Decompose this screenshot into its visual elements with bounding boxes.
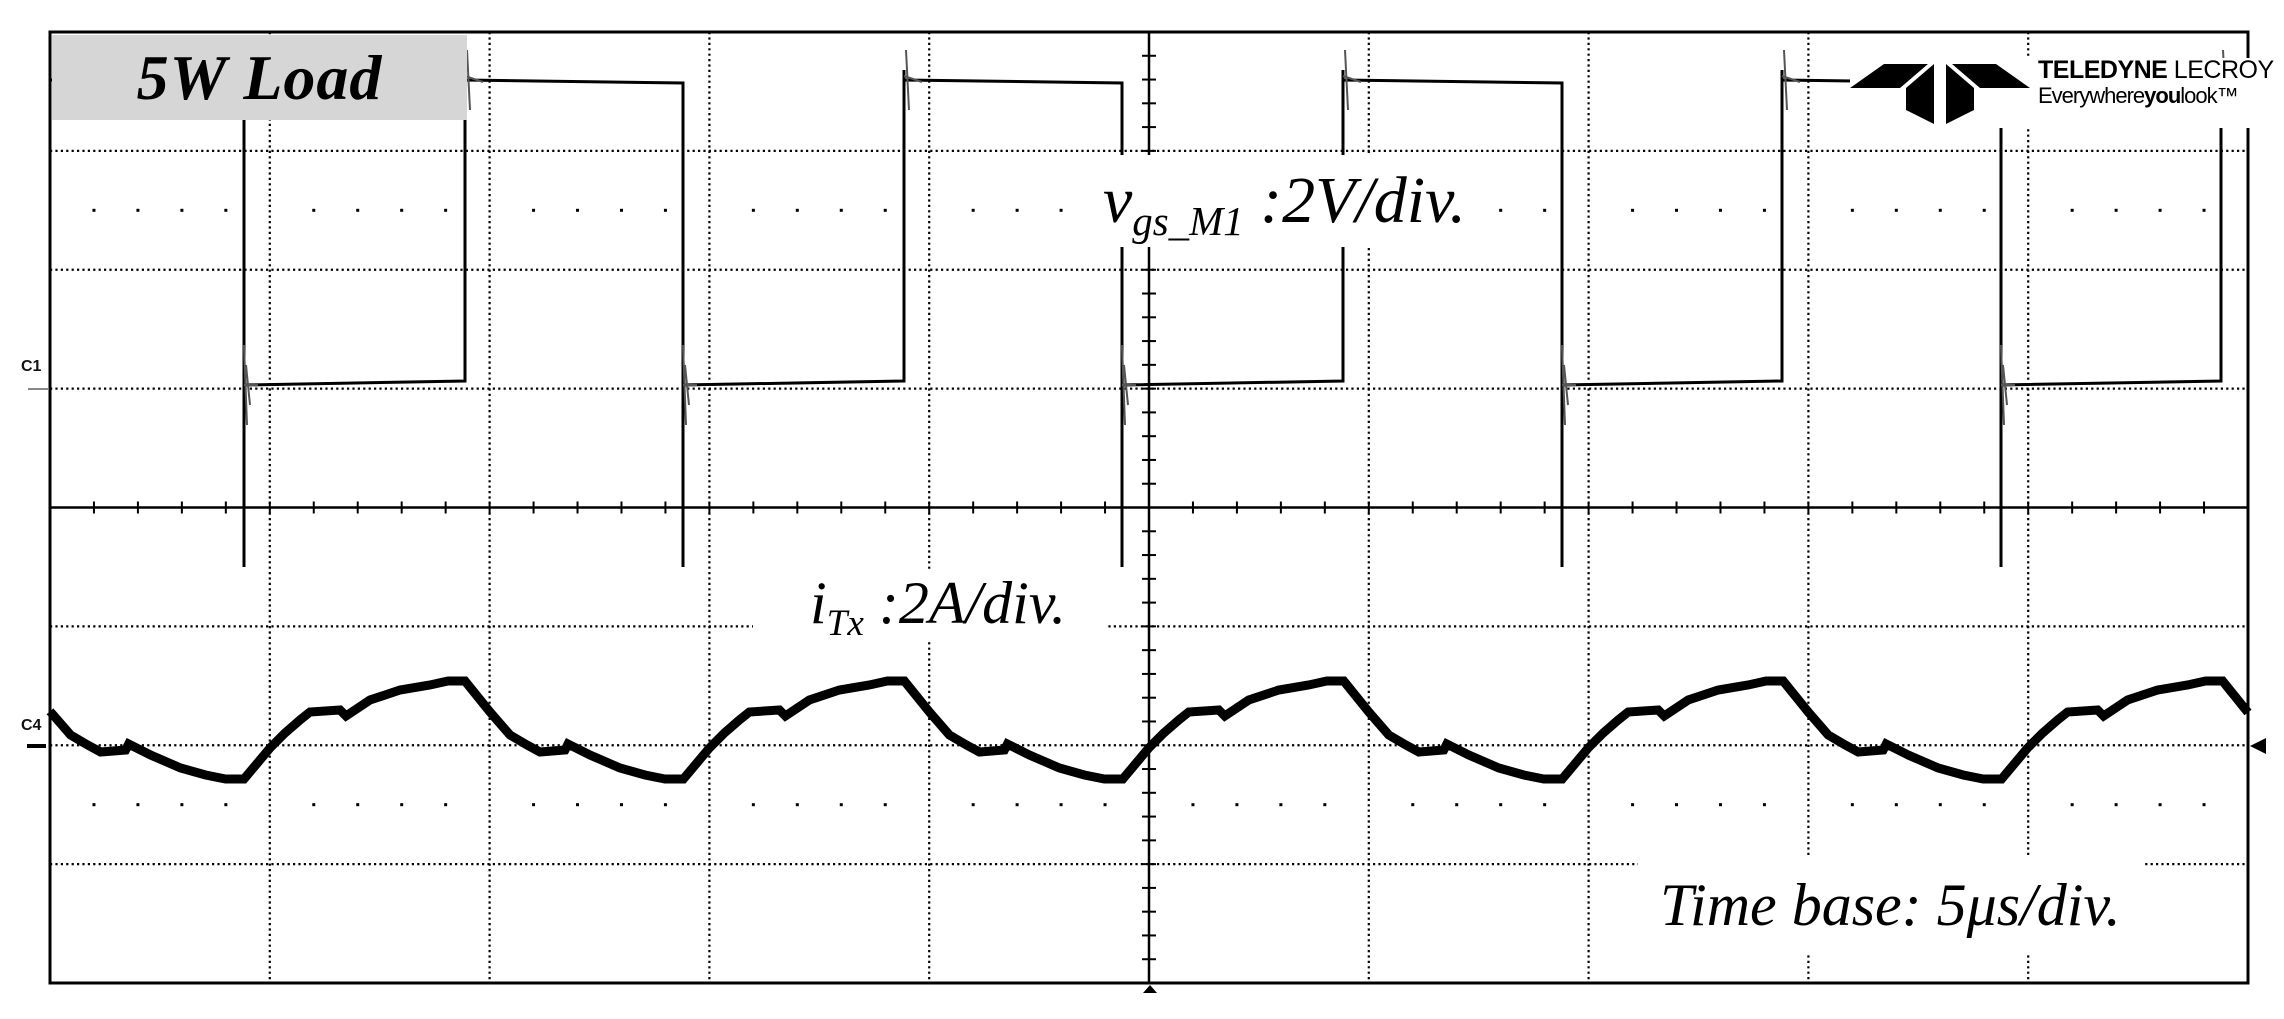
vgs-scale: :2V/div. (1243, 164, 1467, 237)
logo-text: TELEDYNE LECROY Everywhereyoulook™ (2038, 58, 2274, 107)
trigger-time-marker (1143, 985, 1157, 993)
itx-scale: :2A/div. (863, 570, 1067, 636)
vgs-symbol: v (1103, 164, 1133, 237)
vgs-scale-label: vgs_M1 :2V/div. (1085, 155, 1485, 247)
logo-tag-pre: Everywhere (2038, 83, 2145, 108)
teledyne-logo-icon (1850, 64, 2030, 124)
logo-brand-thin: LECROY (2167, 56, 2274, 84)
itx-scale-label: iTx :2A/div. (753, 570, 1107, 644)
logo-tag-post: look™ (2180, 83, 2238, 108)
itx-trace (46, 676, 2252, 784)
frame (48, 30, 2250, 985)
vgs-subscript: gs_M1 (1132, 199, 1244, 245)
graticule-grid (49, 31, 2249, 984)
teledyne-lecroy-logo: TELEDYNE LECROY Everywhereyoulook™ (1850, 58, 2274, 128)
itx-subscript: Tx (826, 602, 864, 644)
logo-brand-bold: TELEDYNE (2038, 56, 2168, 84)
trigger-level-marker (2250, 738, 2266, 754)
c1-channel-tag: C1 (21, 358, 42, 375)
channel-markers (27, 388, 2266, 993)
time-base-label: Time base: 5μs/div. (1638, 855, 2143, 955)
c4-channel-tag: C4 (21, 717, 42, 734)
load-condition-label: 5W Load (52, 35, 467, 120)
logo-tag-bold: you (2144, 83, 2181, 108)
itx-symbol: i (810, 570, 827, 636)
vgs-ringing (243, 49, 2240, 426)
